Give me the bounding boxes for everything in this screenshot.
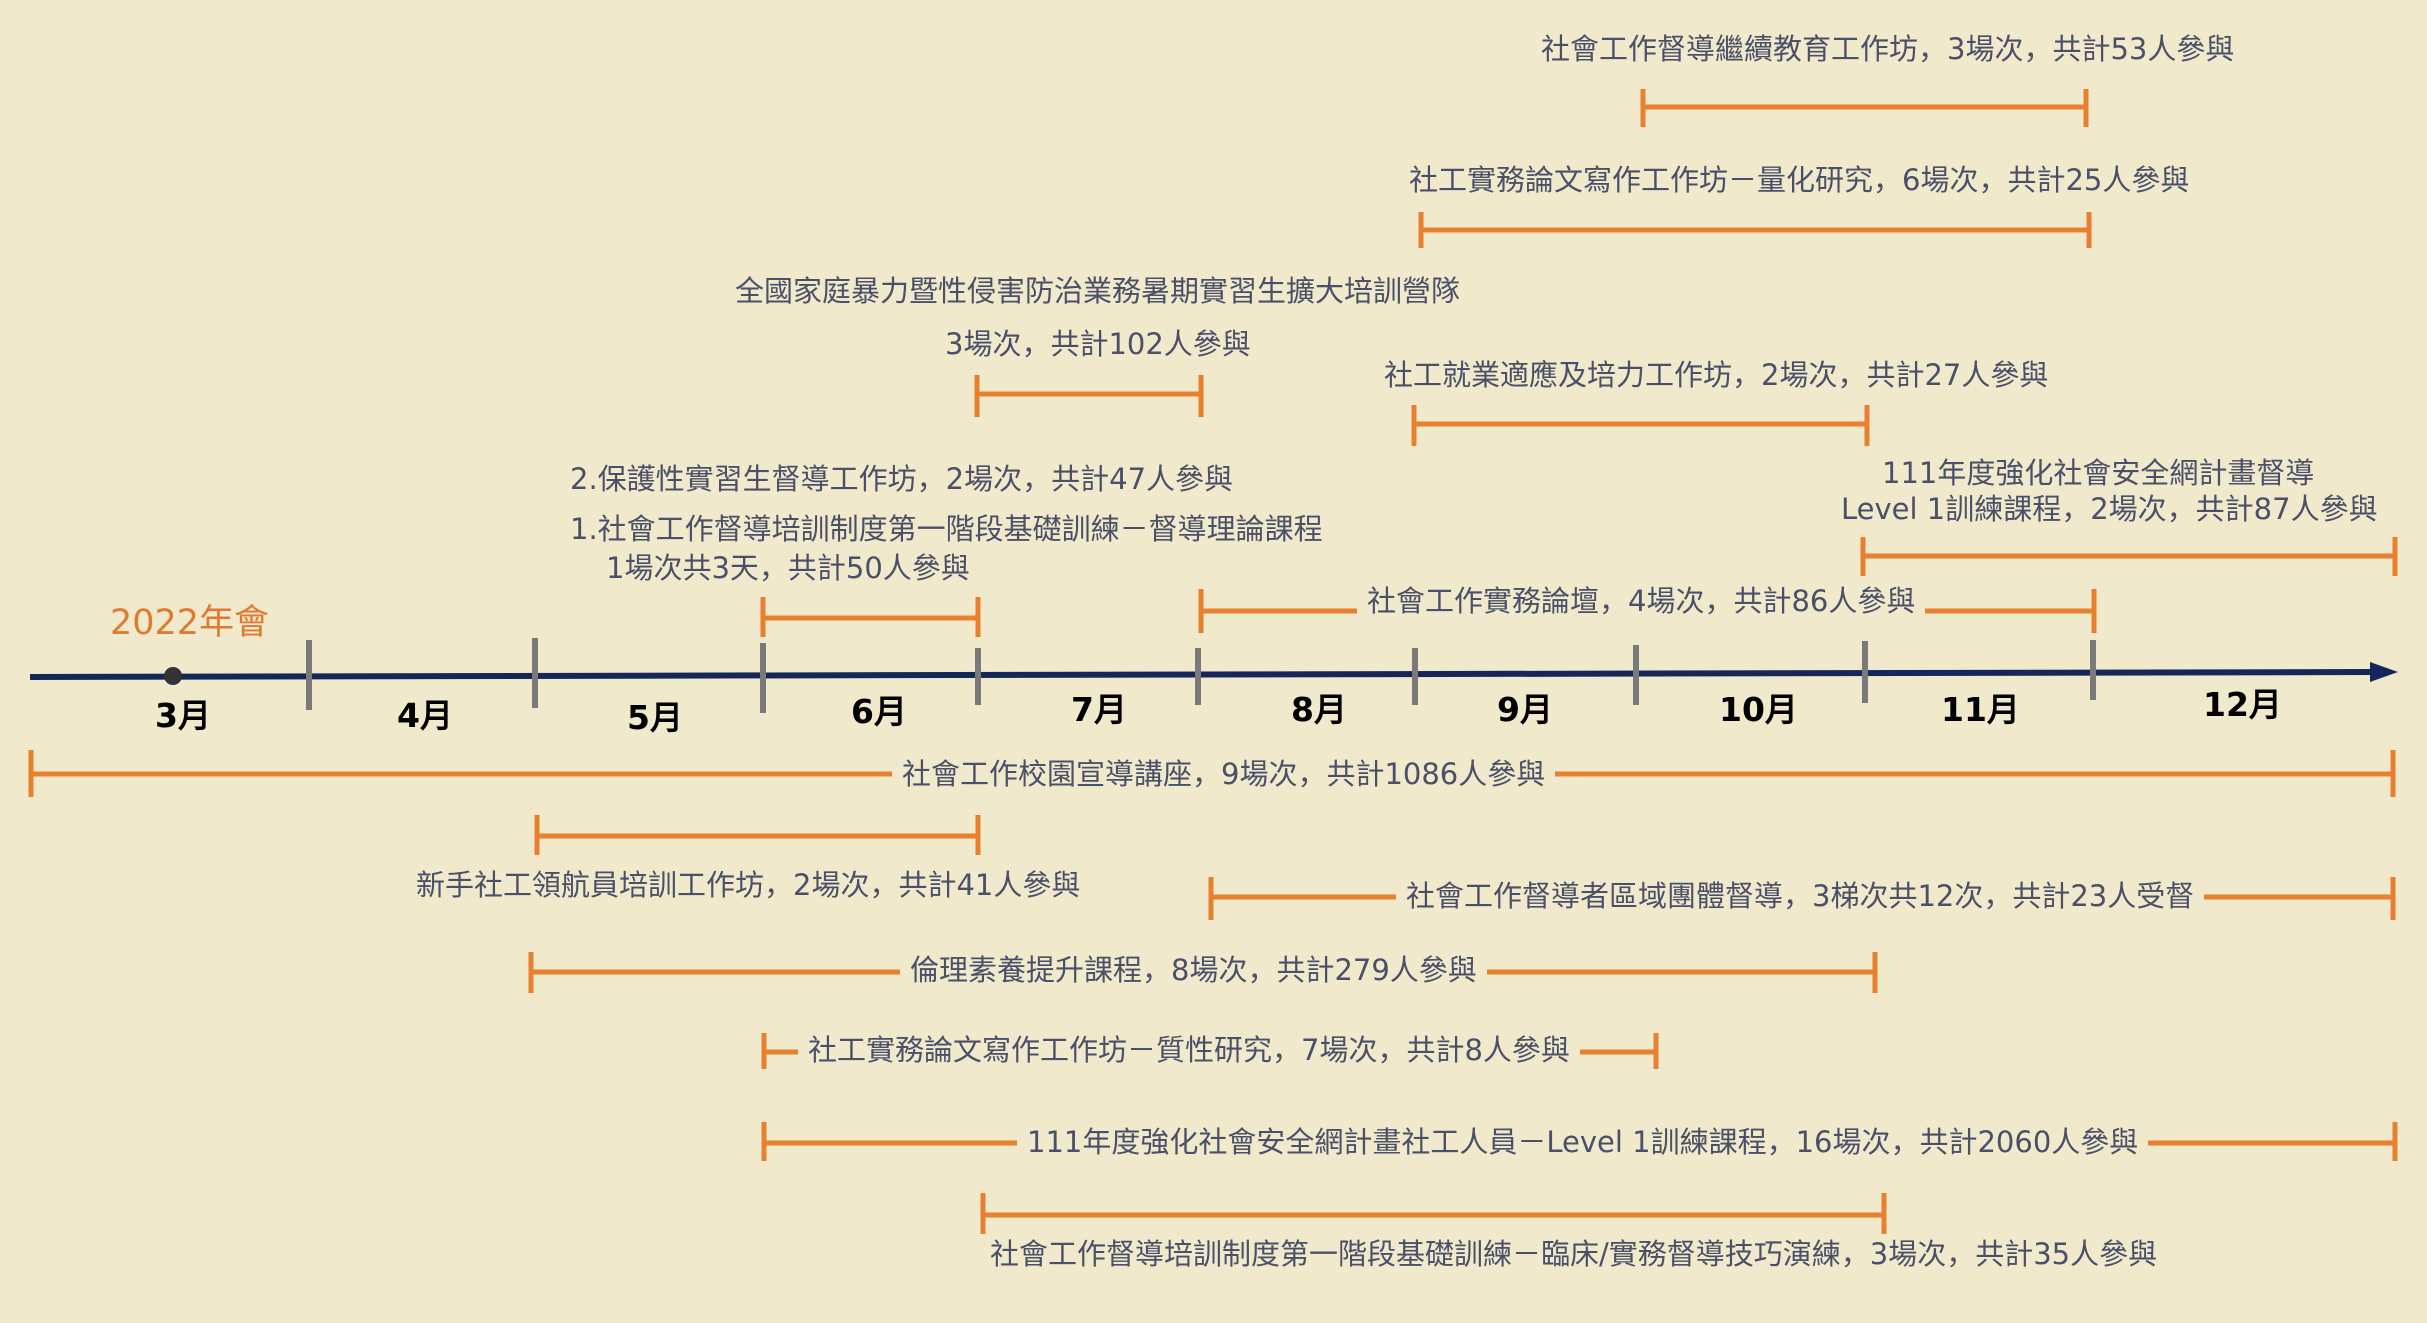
event-label: 111年度強化社會安全網計畫督導: [1882, 456, 2315, 490]
month-label-7: 7月: [1071, 690, 1127, 729]
event-label: 2.保護性實習生督導工作坊，2場次，共計47人參與: [570, 462, 1234, 496]
start-dot: [164, 667, 182, 685]
event-label: 社會工作督導繼續教育工作坊，3場次，共計53人參與: [1541, 32, 2235, 66]
event-label: 1場次共3天，共計50人參與: [606, 551, 970, 585]
month-label-9: 9月: [1497, 690, 1553, 729]
event-label: 全國家庭暴力暨性侵害防治業務暑期實習生擴大培訓營隊: [735, 274, 1461, 308]
event-label: 社會工作督導者區域團體督導，3梯次共12次，共計23人受督: [1396, 879, 2205, 914]
month-label-4: 4月: [397, 696, 453, 735]
bracket-e4: [1411, 405, 1870, 446]
timeline-axis: [29, 669, 2376, 680]
bracket-e10: [534, 815, 981, 855]
month-label-3: 3月: [155, 696, 211, 735]
event-label: Level 1訓練課程，2場次，共計87人參與: [1841, 492, 2378, 526]
bracket-e15: [980, 1193, 1887, 1234]
bracket-e6: [760, 597, 981, 637]
bracket-e1: [1640, 89, 2089, 127]
axis-arrowhead: [2370, 662, 2398, 682]
month-label-10: 10月: [1719, 690, 1798, 729]
event-label: 社工實務論文寫作工作坊－質性研究，7場次，共計8人參與: [798, 1033, 1580, 1068]
month-label-8: 8月: [1291, 690, 1347, 729]
month-label-5: 5月: [627, 698, 683, 737]
event-label: 社工就業適應及培力工作坊，2場次，共計27人參與: [1384, 358, 2049, 392]
year-label: 2022年會: [110, 603, 270, 643]
event-label: 1.社會工作督導培訓制度第一階段基礎訓練－督導理論課程: [570, 512, 1323, 546]
month-label-11: 11月: [1941, 690, 2020, 729]
event-label: 社會工作督導培訓制度第一階段基礎訓練－臨床/實務督導技巧演練，3場次，共計35人…: [990, 1237, 2158, 1271]
event-label: 111年度強化社會安全網計畫社工人員－Level 1訓練課程，16場次，共計20…: [1017, 1125, 2149, 1160]
event-label: 新手社工領航員培訓工作坊，2場次，共計41人參與: [416, 868, 1081, 902]
bracket-e2: [1418, 212, 2092, 248]
event-label: 社會工作實務論壇，4場次，共計86人參與: [1357, 584, 1926, 619]
bracket-e7: [1860, 537, 2398, 576]
bracket-e3: [974, 375, 1204, 417]
event-label: 倫理素養提升課程，8場次，共計279人參與: [900, 953, 1487, 988]
month-label-12: 12月: [2203, 685, 2282, 724]
month-ticks: [306, 638, 2096, 713]
event-label: 3場次，共計102人參與: [945, 327, 1251, 361]
month-label-6: 6月: [851, 692, 907, 731]
event-label: 社會工作校園宣導講座，9場次，共計1086人參與: [892, 757, 1556, 792]
event-label: 社工實務論文寫作工作坊－量化研究，6場次，共計25人參與: [1409, 163, 2190, 197]
